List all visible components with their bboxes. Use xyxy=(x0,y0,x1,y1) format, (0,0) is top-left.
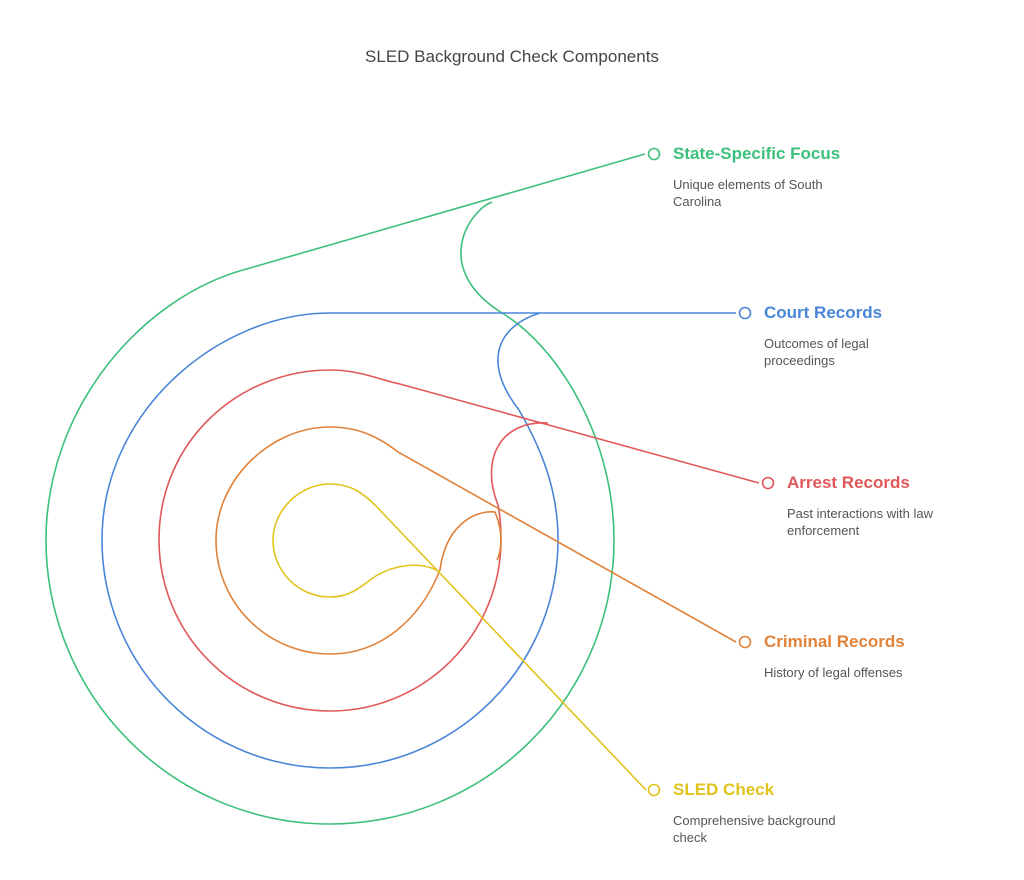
label-state-specific: State-Specific Focus Unique elements of … xyxy=(673,143,863,210)
marker-sled xyxy=(647,783,661,797)
connector-loop-court xyxy=(497,312,541,411)
spiral-arc-criminal xyxy=(215,426,737,655)
marker-court xyxy=(738,306,752,320)
label-arrest-records: Arrest Records Past interactions with la… xyxy=(787,472,967,539)
spiral-arc-state xyxy=(45,153,646,825)
label-criminal-records: Criminal Records History of legal offens… xyxy=(764,631,954,681)
label-court-records: Court Records Outcomes of legal proceedi… xyxy=(764,302,904,369)
connector-loop-state xyxy=(460,201,503,314)
spiral-arc-arrest xyxy=(158,369,760,712)
label-name: Criminal Records xyxy=(764,632,905,651)
spiral-state-specific xyxy=(45,147,661,825)
label-description: Outcomes of legal proceedings xyxy=(764,336,869,368)
spiral-arrest-records xyxy=(158,369,775,712)
label-name: Court Records xyxy=(764,303,883,322)
spiral-arc-sled xyxy=(272,483,647,791)
connector-loop-sled xyxy=(369,564,441,581)
spiral-sled-check xyxy=(272,483,661,797)
spiral-arc-court xyxy=(101,312,736,769)
label-name: SLED Check xyxy=(673,780,775,799)
diagram-title: SLED Background Check Components xyxy=(365,47,659,66)
label-sled-check: SLED Check Comprehensive background chec… xyxy=(673,779,863,846)
connector-loop-criminal xyxy=(439,511,502,571)
label-name: Arrest Records xyxy=(787,473,910,492)
label-description: Comprehensive background check xyxy=(673,813,836,845)
label-description: History of legal offenses xyxy=(764,665,903,680)
label-description: Unique elements of South Carolina xyxy=(673,177,823,209)
label-name: State-Specific Focus xyxy=(673,144,841,163)
connector-loop-arrest xyxy=(490,422,549,506)
marker-state xyxy=(647,147,661,161)
marker-criminal xyxy=(738,635,752,649)
spiral-court-records xyxy=(101,306,752,769)
label-description: Past interactions with law enforcement xyxy=(787,506,933,538)
marker-arrest xyxy=(761,476,775,490)
spiral-criminal-records xyxy=(215,426,752,655)
